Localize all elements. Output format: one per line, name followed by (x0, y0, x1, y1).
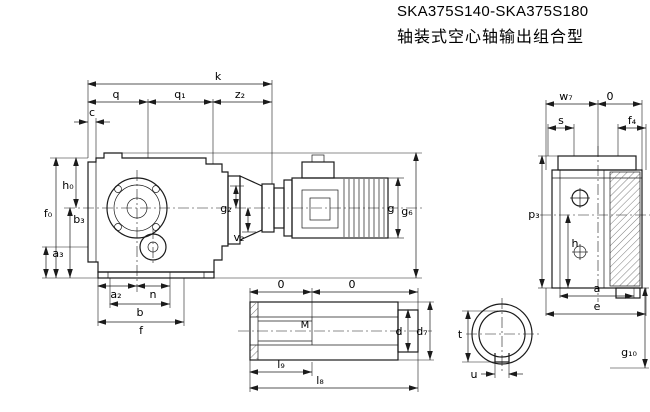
dim-p3-label: p₃ (528, 208, 539, 221)
cross-section-dimensions: t u (458, 310, 523, 381)
dim-q1-label: q₁ (174, 88, 185, 101)
hollow-shaft-dimensions: 0 0 d d₇ l₉ l₈ (249, 278, 434, 392)
dim-d-label: d (396, 325, 403, 338)
flange-bolt-circle (152, 185, 160, 193)
dim-g10-label: g₁₀ (621, 346, 637, 359)
dim-f0-label: f₀ (44, 207, 53, 220)
shaft-hatch-bottom (250, 345, 258, 359)
dim-a-label: a (594, 282, 601, 295)
terminal-box-gland (311, 154, 325, 163)
keyway-slot (494, 353, 510, 363)
dim-a3-label: a₃ (52, 247, 63, 260)
dim-f4-label: f₄ (628, 114, 637, 127)
dim-u-label: u (471, 368, 478, 381)
lower-bore-inner-circle (147, 241, 159, 253)
section-outer-circle (471, 303, 533, 365)
base-plate (97, 271, 215, 279)
dim-c-label: c (89, 106, 95, 119)
dim-g2-label: g₂ (220, 202, 231, 215)
dim-h0-label: h₀ (62, 179, 74, 192)
front-housing-body (551, 169, 643, 289)
side-view-dimensions: k q q₁ z₂ c h₀ f₀ b₃ a₃ (42, 70, 422, 337)
dim-l9-label: l₉ (277, 358, 284, 371)
side-view (64, 152, 424, 292)
motor-body (291, 177, 389, 239)
dim-z2-label: z₂ (235, 88, 245, 101)
shaft-hatch-top (250, 303, 258, 317)
dim-g6-label: g₆ (401, 205, 413, 218)
dim-f-label: f (139, 324, 144, 337)
dim-l8-label: l₈ (316, 374, 324, 387)
dim-h-label: h (572, 237, 579, 250)
hollow-shaft-mid-circle (113, 184, 161, 232)
dim-d7-label: d₇ (416, 325, 427, 338)
front-view-dimensions: w₇ 0 s f₄ p₃ h a e (528, 90, 649, 369)
dim-s-label: s (558, 114, 564, 127)
dim-w7-label: w₇ (559, 90, 572, 103)
terminal-box (301, 161, 335, 179)
type-description-title: 轴装式空心轴输出组合型 (397, 29, 585, 46)
dim-t-label: t (458, 328, 463, 341)
dim-k-label: k (215, 70, 222, 83)
dim-o-label: 0 (607, 90, 614, 103)
front-top-cap (557, 155, 637, 171)
motor-cooling-fins (343, 179, 385, 237)
lower-bore-circle (139, 233, 167, 261)
motor-nameplate-inner (309, 197, 331, 221)
dim-b3-label: b₃ (73, 213, 84, 226)
motor-nameplate (301, 189, 339, 229)
section-bore-circle (478, 310, 526, 358)
hollow-shaft-detail: M (238, 301, 432, 361)
flange-bolt-circle (114, 185, 122, 193)
dim-e-label: e (594, 300, 601, 313)
flange-bolt-circle (114, 223, 122, 231)
dim-n-label: n (150, 288, 157, 301)
dim-q-label: q (113, 88, 120, 101)
front-view (540, 146, 650, 302)
front-bottom-stub (615, 287, 641, 299)
dim-o-right-label: 0 (349, 278, 356, 291)
dim-o-left-label: 0 (278, 278, 285, 291)
dim-g-label: g (388, 202, 395, 215)
shaft-cross-section (466, 298, 542, 374)
gearbox-housing-outline (87, 152, 229, 273)
thread-mark-label: M (301, 320, 310, 331)
hollow-shaft-bore-circle (126, 197, 148, 219)
model-range-title: SKA375S140-SKA375S180 (397, 3, 589, 20)
dim-b-label: b (137, 306, 144, 319)
dim-a2-label: a₂ (110, 288, 121, 301)
hollow-shaft-outer-circle (106, 177, 168, 239)
dim-v2-label: v₂ (234, 231, 245, 244)
title-block: SKA375S140-SKA375S180 轴装式空心轴输出组合型 (397, 3, 588, 47)
flange-bolt-circle (152, 223, 160, 231)
sectioned-column (609, 171, 641, 287)
